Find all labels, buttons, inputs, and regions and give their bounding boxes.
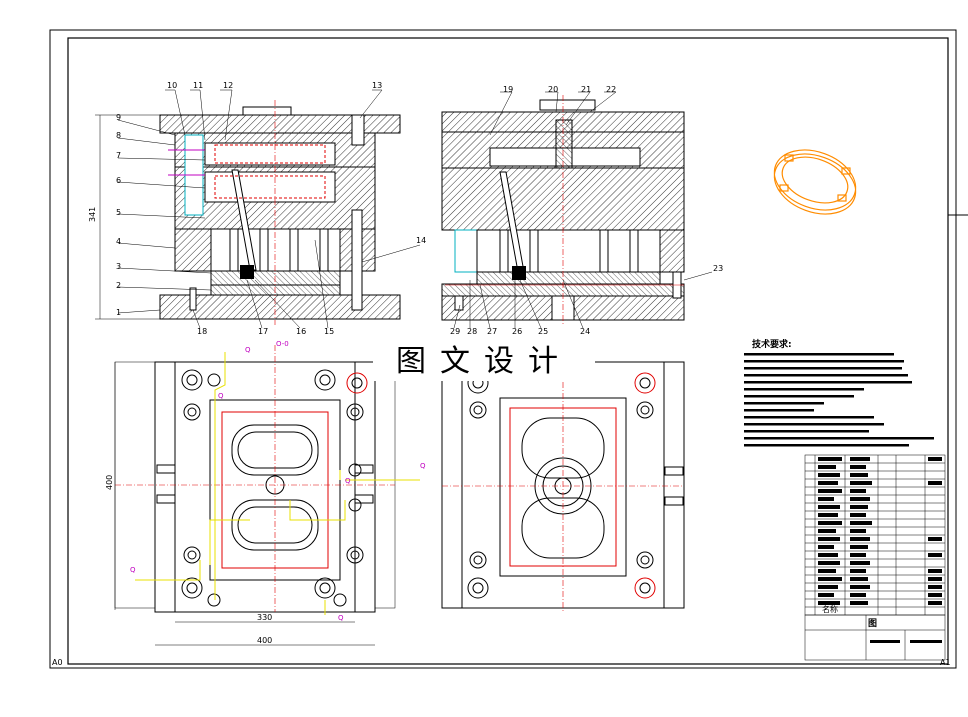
callout-6: 6 bbox=[116, 176, 121, 185]
svg-text:Q: Q bbox=[338, 614, 344, 622]
callout-21: 21 bbox=[581, 85, 591, 94]
callout-3: 3 bbox=[116, 262, 121, 271]
parts-list-table bbox=[804, 454, 946, 661]
technical-requirements-notes bbox=[744, 353, 934, 447]
inner-frame bbox=[67, 37, 949, 665]
dim-front-height: 341 bbox=[88, 207, 97, 222]
callout-4: 4 bbox=[116, 237, 121, 246]
svg-text:Q: Q bbox=[218, 392, 224, 400]
dim-outer-width: 400 bbox=[257, 636, 272, 645]
svg-text:Q: Q bbox=[245, 346, 251, 354]
callout-7: 7 bbox=[116, 151, 121, 160]
callout-10: 10 bbox=[167, 81, 177, 90]
callout-15: 15 bbox=[324, 327, 334, 336]
origin-label: O-0 bbox=[276, 340, 289, 348]
callout-25: 25 bbox=[538, 327, 548, 336]
callout-26: 26 bbox=[512, 327, 522, 336]
callout-11: 11 bbox=[193, 81, 203, 90]
callout-12: 12 bbox=[223, 81, 233, 90]
svg-text:Q: Q bbox=[420, 462, 426, 470]
table-header-name: 名称 bbox=[822, 604, 838, 614]
callout-19: 19 bbox=[503, 85, 513, 94]
callout-17: 17 bbox=[258, 327, 268, 336]
callout-5: 5 bbox=[116, 208, 121, 217]
svg-text:Q: Q bbox=[345, 477, 351, 485]
corner-label-right: A1 bbox=[940, 658, 951, 667]
dim-plate-height: 400 bbox=[105, 475, 114, 490]
callout-29: 29 bbox=[450, 327, 460, 336]
callout-23: 23 bbox=[713, 264, 723, 273]
side-leaders bbox=[453, 91, 713, 329]
callout-9: 9 bbox=[116, 113, 121, 122]
outer-frame bbox=[49, 29, 957, 669]
callout-8: 8 bbox=[116, 131, 121, 140]
front-leaders bbox=[117, 89, 421, 329]
callout-27: 27 bbox=[487, 327, 497, 336]
title-block-label: 图 bbox=[868, 618, 877, 629]
dim-inner-width: 330 bbox=[257, 613, 272, 622]
svg-text:Q: Q bbox=[130, 566, 136, 574]
fixed-half-plan-view bbox=[441, 360, 685, 612]
part-isometric-view bbox=[773, 149, 857, 215]
side-callouts: 19 20 21 22 23 29 28 27 26 25 24 bbox=[450, 85, 723, 336]
callout-18: 18 bbox=[197, 327, 207, 336]
callout-16: 16 bbox=[296, 327, 306, 336]
technical-requirements-title: 技术要求: bbox=[752, 340, 792, 350]
callout-28: 28 bbox=[467, 327, 477, 336]
parts-list-fills bbox=[818, 457, 942, 643]
front-callouts: 10 11 12 13 9 8 7 6 5 4 3 2 1 18 17 16 1… bbox=[116, 81, 426, 336]
callout-24: 24 bbox=[580, 327, 590, 336]
watermark-banner: 图文设计 bbox=[373, 335, 595, 381]
moving-half-plan-view: Q O-0 Q Q Q Q Q 400 330 400 bbox=[105, 340, 426, 646]
callout-13: 13 bbox=[372, 81, 382, 90]
callout-1: 1 bbox=[116, 308, 121, 317]
side-section-view bbox=[441, 95, 685, 325]
callout-20: 20 bbox=[548, 85, 558, 94]
corner-label-left: A0 bbox=[52, 658, 63, 667]
callout-2: 2 bbox=[116, 281, 121, 290]
front-section-view: 3 4 1 bbox=[88, 100, 401, 325]
callout-22: 22 bbox=[606, 85, 616, 94]
callout-14: 14 bbox=[416, 236, 426, 245]
